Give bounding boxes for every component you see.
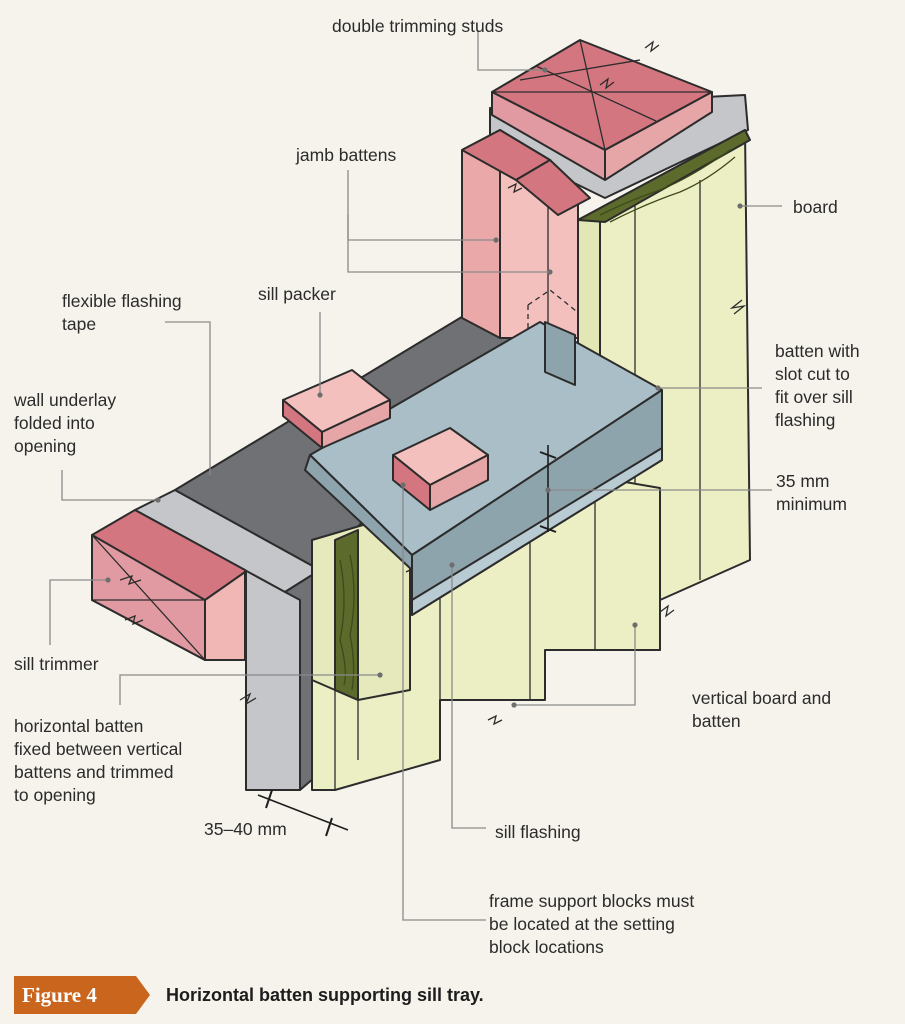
leader-lines xyxy=(49,30,782,921)
figure-caption: Horizontal batten supporting sill tray. xyxy=(166,985,484,1005)
label-batten-with-slot: batten with slot cut to fit over sill fl… xyxy=(775,341,860,430)
label-flexible-flashing-tape: flexible flashing tape xyxy=(62,291,182,334)
label-horizontal-batten: horizontal batten fixed between vertical… xyxy=(14,716,183,805)
sill-packer-left xyxy=(282,369,391,449)
label-sill-packer: sill packer xyxy=(258,284,336,304)
frame-support-block xyxy=(392,427,489,511)
label-jamb-battens: jamb battens xyxy=(296,145,397,165)
sill-flashing xyxy=(304,321,663,616)
dimension-35-40mm xyxy=(257,789,349,837)
label-sill-trimmer: sill trimmer xyxy=(14,654,99,674)
label-35mm-minimum: 35 mm minimum xyxy=(776,471,847,514)
label-board: board xyxy=(793,197,838,217)
label-vertical-board-batten: vertical board and batten xyxy=(692,688,832,731)
label-sill-flashing: sill flashing xyxy=(495,822,581,842)
label-35-40mm: 35–40 mm xyxy=(204,819,287,839)
label-frame-support-blocks: frame support blocks must be located at … xyxy=(489,891,695,957)
figure-number: Figure 4 xyxy=(22,983,97,1007)
label-wall-underlay: wall underlay folded into opening xyxy=(14,390,117,456)
figure-badge xyxy=(14,976,150,1014)
label-double-trimming-studs: double trimming studs xyxy=(332,16,504,36)
